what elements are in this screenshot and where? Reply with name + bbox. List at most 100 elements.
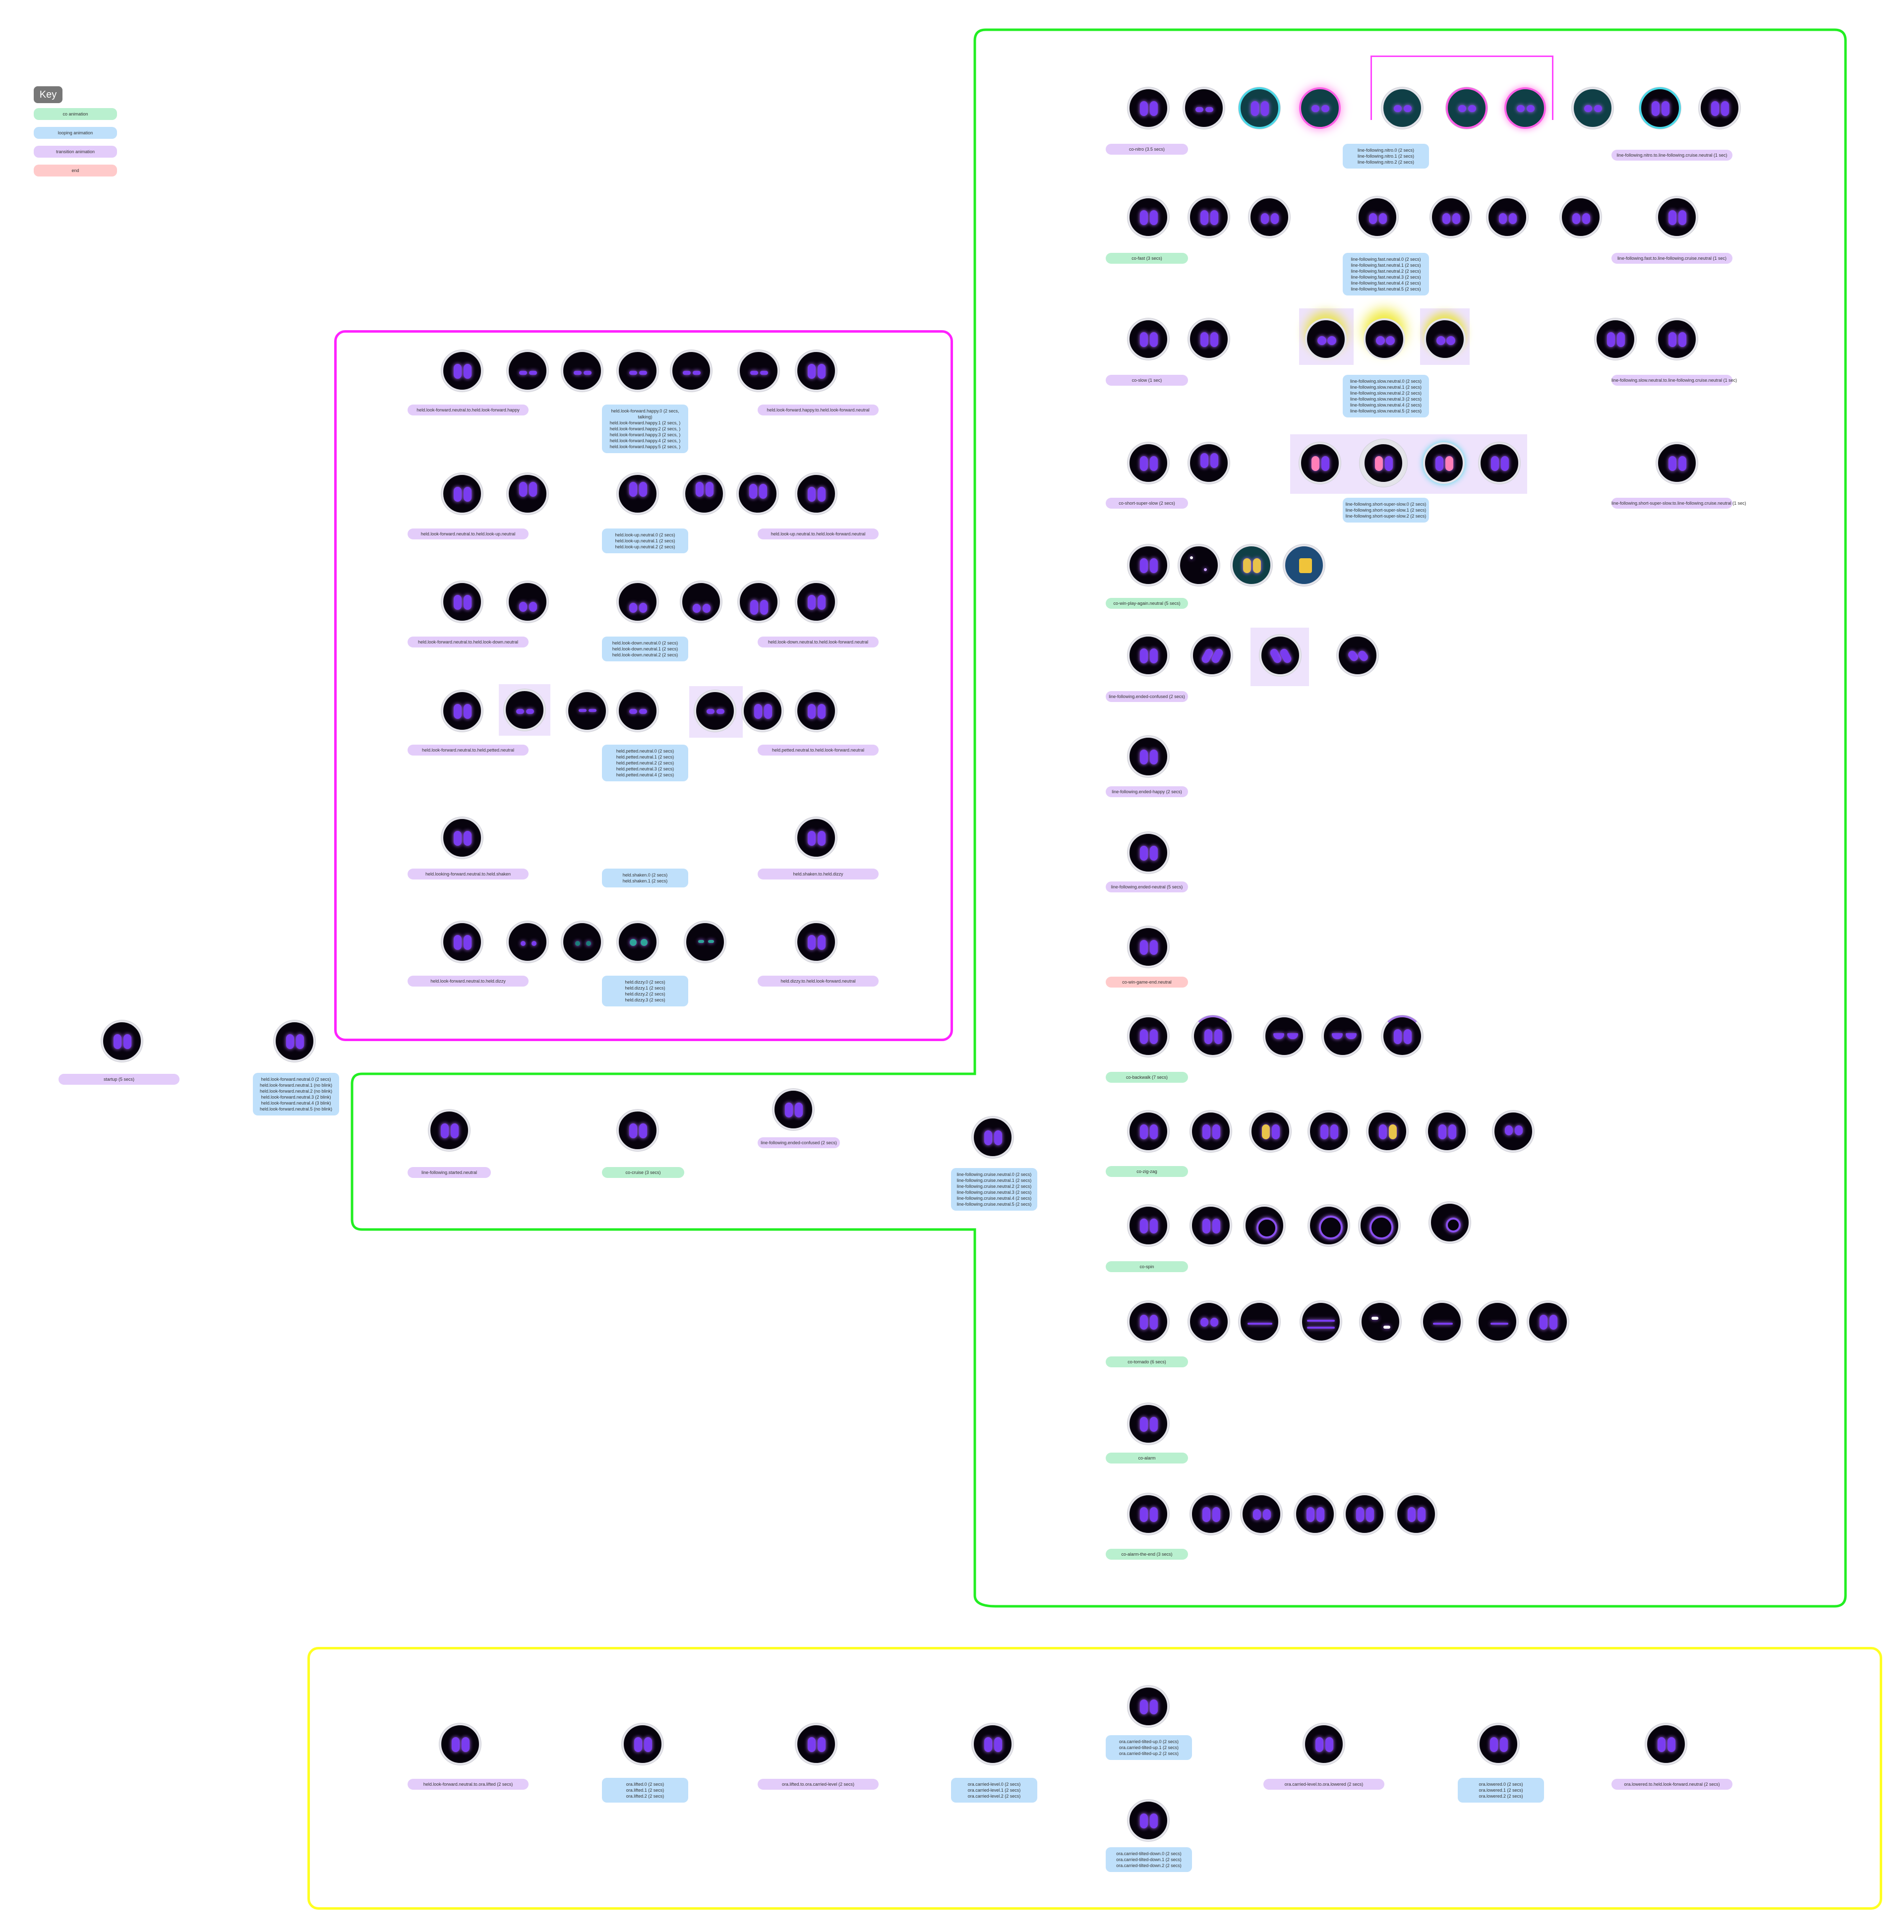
label-co-spin: co-spin	[1106, 1261, 1188, 1272]
face-cone	[1250, 1111, 1291, 1152]
label-held-r4-b: held.petted.neutral.0 (2 secs) held.pett…	[602, 745, 688, 781]
label-lf-ended-confused-mid: line-following.ended-confused (2 secs)	[758, 1137, 840, 1148]
label-co-win-game-end: co-win-game-end.neutral	[1106, 977, 1188, 988]
face	[1241, 1493, 1282, 1535]
face	[1656, 318, 1698, 360]
face	[1188, 196, 1230, 238]
face-sunglasses	[1322, 1015, 1364, 1057]
face	[428, 1110, 470, 1151]
face-tornado	[1300, 1301, 1342, 1343]
face-short-super-slow	[1299, 442, 1341, 484]
face	[1128, 736, 1169, 777]
label-co-cruise: co-cruise (3 secs)	[602, 1167, 684, 1178]
face-confused	[1191, 635, 1233, 676]
face	[795, 690, 837, 732]
key-item-end: end	[34, 165, 117, 176]
face-look-up	[737, 473, 778, 515]
face	[773, 1089, 814, 1130]
face	[1188, 442, 1230, 484]
face-nitro	[1572, 87, 1613, 129]
face	[1560, 196, 1602, 238]
label-lf-slow-loop: line-following.slow.neutral.0 (2 secs) l…	[1343, 375, 1429, 417]
face	[972, 1723, 1013, 1765]
face	[1128, 635, 1169, 676]
label-ora-g: ora.lowered.0 (2 secs) ora.lowered.1 (2 …	[1458, 1778, 1544, 1803]
face	[441, 921, 483, 963]
face	[1128, 832, 1169, 874]
face	[441, 473, 483, 515]
label-held-r4-a: held.look-forward.neutral.to.held.petted…	[408, 745, 529, 756]
face	[1249, 196, 1290, 238]
face	[1128, 1111, 1169, 1152]
held-neutral-face	[274, 1020, 315, 1062]
label-held-r3-b: held.look-down.neutral.0 (2 secs) held.l…	[602, 637, 688, 661]
face	[1656, 196, 1698, 238]
key-item-transition-animation: transition animation	[34, 146, 117, 158]
face-dizzy	[617, 921, 658, 963]
face-look-up	[507, 473, 548, 515]
face-slow	[1364, 318, 1405, 360]
label-ora-a: held.look-forward.neutral.to.ora.lifted …	[408, 1779, 529, 1790]
face	[1190, 1493, 1232, 1535]
face-petted	[504, 689, 545, 731]
key-item-co-animation: co animation	[34, 108, 117, 120]
label-held-r2-b: held.look-up.neutral.0 (2 secs) held.loo…	[602, 528, 688, 553]
face	[1128, 318, 1169, 360]
face	[441, 817, 483, 859]
label-ora-e1: ora.carried-tilted-up.0 (2 secs) ora.car…	[1106, 1735, 1192, 1760]
face	[1128, 442, 1169, 484]
face-confused	[1259, 635, 1301, 676]
label-held-r5-c: held.shaken.to.held.dizzy	[758, 869, 879, 879]
face	[1128, 1301, 1169, 1343]
face-happy	[617, 350, 658, 392]
connector-line	[1370, 56, 1372, 120]
face	[1492, 1111, 1534, 1152]
face	[1478, 1723, 1519, 1765]
label-held-r5-a: held.looking-forward.neutral.to.held.sha…	[408, 869, 529, 879]
label-lf-nitro-to: line-following.nitro.to.line-following.c…	[1611, 150, 1732, 161]
label-held-r6-a: held.look-forward.neutral.to.held.dizzy	[408, 976, 529, 987]
spiral-icon	[1359, 1205, 1400, 1246]
face	[795, 817, 837, 859]
face	[742, 690, 783, 732]
face	[1487, 196, 1528, 238]
ora-group-frame	[307, 1647, 1882, 1910]
face-tornado	[1360, 1301, 1401, 1343]
face	[1294, 1493, 1336, 1535]
held-group-frame	[334, 330, 953, 1041]
face	[441, 690, 483, 732]
face-slow	[1305, 318, 1347, 360]
face-petted	[566, 690, 608, 732]
face	[1128, 926, 1169, 968]
face	[1128, 544, 1169, 586]
face-tornado	[1239, 1301, 1280, 1343]
label-lf-ended-confused: line-following.ended-confused (2 secs)	[1106, 691, 1188, 702]
face	[441, 350, 483, 392]
face	[1357, 196, 1398, 238]
face-spin	[1429, 1202, 1471, 1243]
face	[1639, 87, 1681, 129]
face-sunglasses	[1381, 1015, 1423, 1057]
face	[795, 473, 837, 515]
face-happy	[561, 350, 603, 392]
face	[1128, 1205, 1169, 1246]
face	[1308, 1111, 1350, 1152]
face	[795, 581, 837, 623]
key-item-looping-animation: looping animation	[34, 127, 117, 139]
label-held-r2-c: held.look-up.neutral.to.held.look-forwar…	[758, 528, 879, 539]
label-co-alarm: co-alarm	[1106, 1453, 1188, 1464]
face-short-super-slow	[1360, 439, 1407, 487]
label-held-forward-loop: held.look-forward.neutral.0 (2 secs) hel…	[253, 1073, 339, 1115]
face	[1303, 1723, 1345, 1765]
face	[1395, 1493, 1437, 1535]
label-held-r1-a: held.look-forward.neutral.to.held.look-f…	[408, 405, 529, 415]
label-co-fast: co-fast (3 secs)	[1106, 253, 1188, 264]
label-held-r6-b: held.dizzy.0 (2 secs) held.dizzy.1 (2 se…	[602, 976, 688, 1006]
face	[1430, 196, 1472, 238]
face	[1183, 87, 1225, 129]
label-lf-slow-to: line-following.slow.neutral.to.line-foll…	[1611, 375, 1737, 386]
label-co-short-super-slow: co-short-super-slow (2 secs)	[1106, 498, 1188, 509]
face	[795, 350, 837, 392]
face	[1426, 1111, 1468, 1152]
